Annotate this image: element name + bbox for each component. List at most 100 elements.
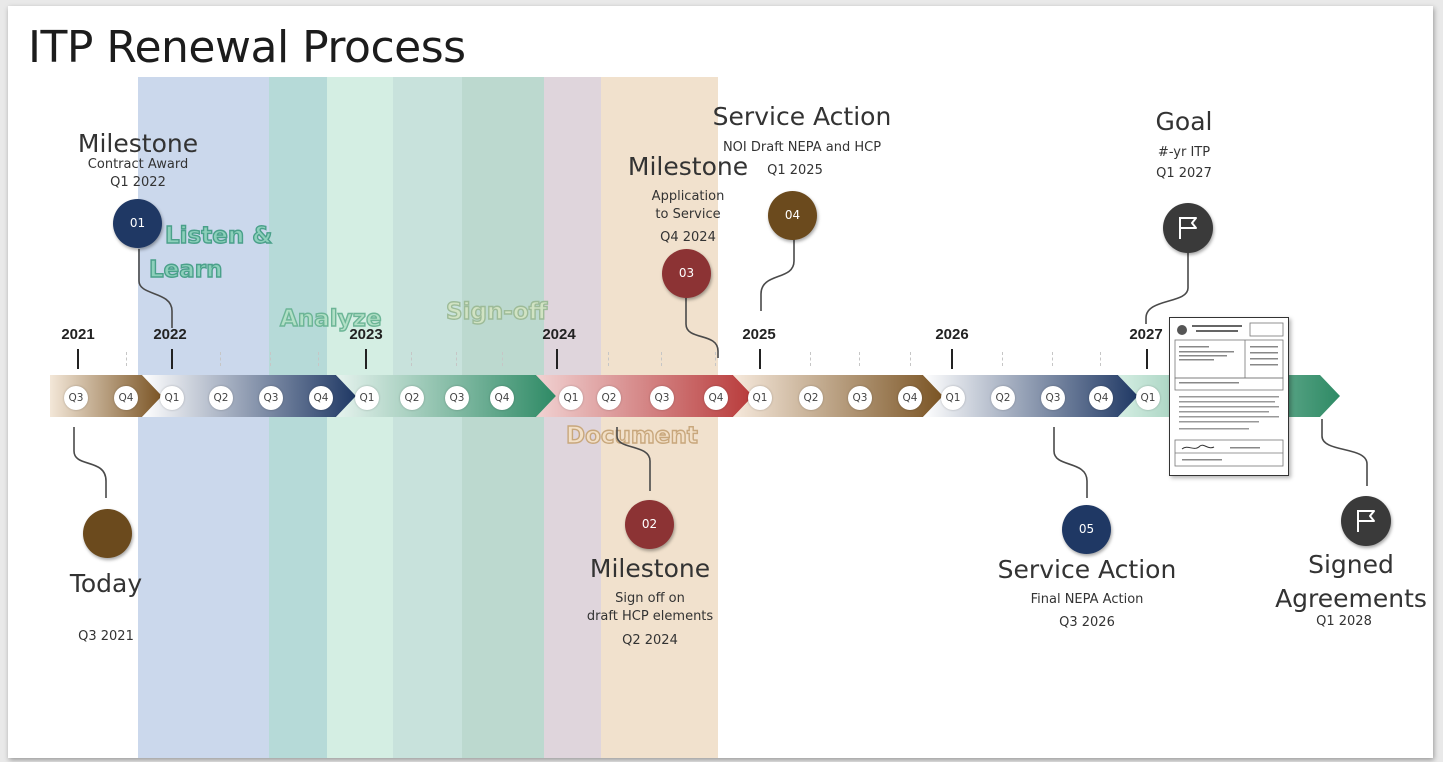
connector-goal xyxy=(1145,252,1189,324)
year-tick xyxy=(77,349,79,369)
quarter-tick xyxy=(1052,352,1053,366)
milestone-02-detail-1: Sign off on xyxy=(615,591,685,606)
milestone-04-heading: Service Action xyxy=(712,102,892,131)
phase-label-signoff: Sign-off xyxy=(445,298,548,325)
milestone-04-detail: NOI Draft NEPA and HCP xyxy=(722,140,882,155)
milestone-04-badge: 04 xyxy=(768,191,817,240)
quarter-label: Q1 xyxy=(160,386,184,410)
connector-m5 xyxy=(1053,427,1088,498)
year-tick xyxy=(1146,349,1148,369)
year-tick xyxy=(759,349,761,369)
milestone-05-date: Q3 2026 xyxy=(1059,615,1115,630)
signed-date: Q1 2028 xyxy=(1316,614,1372,629)
quarter-label: Q2 xyxy=(799,386,823,410)
quarter-tick xyxy=(126,352,127,366)
band-signoff-1 xyxy=(393,77,462,758)
today-date: Q3 2021 xyxy=(78,629,134,644)
today-heading: Today xyxy=(69,569,143,598)
quarter-label: Q3 xyxy=(259,386,283,410)
band-listen xyxy=(138,77,269,758)
milestone-01-date: Q1 2022 xyxy=(110,175,166,190)
year-tick xyxy=(951,349,953,369)
quarter-label: Q3 xyxy=(650,386,674,410)
band-signoff-2 xyxy=(462,77,544,758)
band-document-2 xyxy=(601,77,718,758)
year-tick xyxy=(171,349,173,369)
band-document-1 xyxy=(544,77,601,758)
quarter-label: Q4 xyxy=(704,386,728,410)
milestone-01-badge: 01 xyxy=(113,199,162,248)
quarter-label: Q1 xyxy=(748,386,772,410)
milestone-02-date: Q2 2024 xyxy=(622,633,678,648)
flag-icon xyxy=(1357,510,1375,532)
document-thumbnail xyxy=(1169,317,1289,476)
quarter-tick xyxy=(661,352,662,366)
phase-label-listen: Listen & xyxy=(164,222,273,249)
quarter-label: Q3 xyxy=(1041,386,1065,410)
goal-badge xyxy=(1163,203,1213,253)
quarter-tick xyxy=(1002,352,1003,366)
year-label: 2024 xyxy=(542,326,576,343)
today-marker xyxy=(83,509,132,558)
connector-signed xyxy=(1321,419,1368,486)
quarter-label: Q2 xyxy=(209,386,233,410)
band-analyze-1 xyxy=(269,77,327,758)
quarter-label: Q4 xyxy=(490,386,514,410)
quarter-label: Q3 xyxy=(445,386,469,410)
year-label: 2027 xyxy=(1129,326,1163,343)
milestone-04-date: Q1 2025 xyxy=(767,163,823,178)
milestone-03-detail-1: Application xyxy=(651,189,725,204)
connector-m4 xyxy=(760,238,795,311)
milestone-02-heading: Milestone xyxy=(589,554,711,583)
signed-badge xyxy=(1341,496,1391,546)
quarter-label: Q1 xyxy=(559,386,583,410)
quarter-tick xyxy=(318,352,319,366)
quarter-label: Q2 xyxy=(597,386,621,410)
quarter-tick xyxy=(502,352,503,366)
quarter-label: Q1 xyxy=(355,386,379,410)
year-label: 2022 xyxy=(153,326,187,343)
quarter-label: Q3 xyxy=(848,386,872,410)
year-tick xyxy=(365,349,367,369)
milestone-03-badge: 03 xyxy=(662,249,711,298)
year-label: 2021 xyxy=(61,326,95,343)
quarter-label: Q3 xyxy=(64,386,88,410)
phase-label-analyze: Analyze xyxy=(279,305,382,332)
quarter-label: Q4 xyxy=(1089,386,1113,410)
goal-heading: Goal xyxy=(1155,107,1213,136)
connector-today xyxy=(73,427,107,498)
flag-icon xyxy=(1179,217,1197,239)
quarter-label: Q4 xyxy=(309,386,333,410)
milestone-03-heading: Milestone xyxy=(627,152,749,181)
quarter-tick xyxy=(810,352,811,366)
quarter-tick xyxy=(270,352,271,366)
quarter-label: Q4 xyxy=(898,386,922,410)
quarter-tick xyxy=(715,352,716,366)
quarter-tick xyxy=(411,352,412,366)
quarter-tick xyxy=(859,352,860,366)
phase-label-learn: Learn xyxy=(148,256,223,283)
quarter-label: Q1 xyxy=(941,386,965,410)
quarter-tick xyxy=(1100,352,1101,366)
goal-detail: #-yr ITP xyxy=(1157,145,1211,160)
milestone-01-heading: Milestone xyxy=(77,129,199,158)
year-label: 2026 xyxy=(935,326,969,343)
year-tick xyxy=(556,349,558,369)
signed-heading-2: Agreements xyxy=(1275,584,1427,613)
connector-m1 xyxy=(138,249,173,328)
connector-m3 xyxy=(685,298,719,358)
milestone-02-detail-2: draft HCP elements xyxy=(586,609,714,624)
band-analyze-2 xyxy=(327,77,393,758)
quarter-tick xyxy=(910,352,911,366)
quarter-label: Q1 xyxy=(1136,386,1160,410)
milestone-01-detail: Contract Award xyxy=(87,157,189,172)
quarter-tick xyxy=(220,352,221,366)
page-title: ITP Renewal Process xyxy=(28,22,466,73)
year-label: 2023 xyxy=(349,326,383,343)
year-label: 2025 xyxy=(742,326,776,343)
milestone-03-date: Q4 2024 xyxy=(660,230,716,245)
quarter-label: Q2 xyxy=(991,386,1015,410)
phase-label-document: Document xyxy=(565,422,698,449)
milestone-05-heading: Service Action xyxy=(997,555,1177,584)
milestone-03-detail-2: to Service xyxy=(655,207,721,222)
